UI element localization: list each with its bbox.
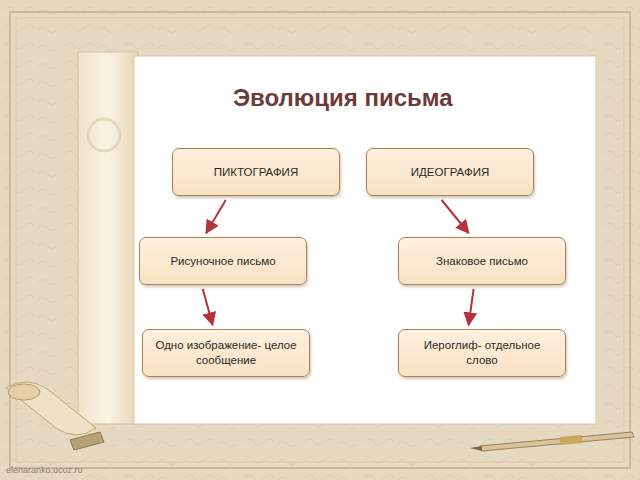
concept-box: Одно изображение- целое сообщение (142, 329, 310, 377)
box-label: Знаковое письмо (436, 254, 528, 269)
concept-box: ПИКТОГРАФИЯ (172, 148, 340, 196)
concept-box: Иероглиф- отдельное слово (398, 329, 566, 377)
box-label: Рисуночное письмо (170, 254, 275, 269)
box-label: ПИКТОГРАФИЯ (214, 165, 298, 180)
diagram-title: Эволюция письма (233, 84, 453, 112)
watermark: elenaranko.ucoz.ru (6, 465, 83, 475)
arrow-connector (442, 200, 469, 233)
arrow-connector (203, 289, 213, 325)
concept-box: ИДЕОГРАФИЯ (366, 148, 534, 196)
box-label: ИДЕОГРАФИЯ (411, 165, 489, 180)
pen (470, 432, 634, 451)
box-label: Одно изображение- целое сообщение (153, 338, 299, 368)
concept-box: Знаковое письмо (398, 237, 566, 285)
concept-box: Рисуночное письмо (139, 237, 307, 285)
box-label: Иероглиф- отдельное слово (409, 338, 555, 368)
arrow-connector (469, 289, 474, 325)
content-panel (134, 56, 596, 424)
scroll-band (78, 52, 138, 424)
arrow-connector (206, 200, 226, 233)
paper-scroll (6, 382, 104, 450)
